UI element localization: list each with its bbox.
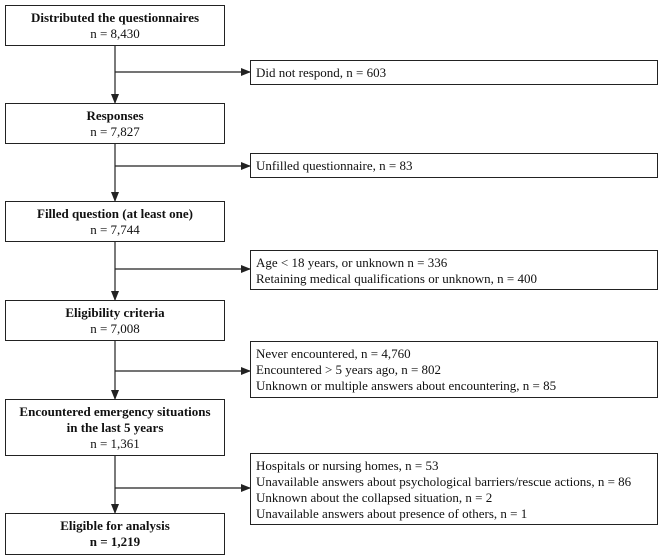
exclusion-line: Did not respond, n = 603 <box>256 65 387 80</box>
step-distributed: Distributed the questionnaires n = 8,430 <box>5 5 225 46</box>
exclusion-box-1: Did not respond, n = 603 <box>250 60 658 85</box>
exclusion-line: Unknown or multiple answers about encoun… <box>256 378 557 393</box>
exclusion-line: Encountered > 5 years ago, n = 802 <box>256 362 442 377</box>
exclusion-line: Hospitals or nursing homes, n = 53 <box>256 458 439 473</box>
exclusion-line: Retaining medical qualifications or unkn… <box>256 271 537 286</box>
step-title: Filled question (at least one) <box>37 206 193 221</box>
exclusion-line: Never encountered, n = 4,760 <box>256 346 411 361</box>
step-title: Distributed the questionnaires <box>30 10 200 25</box>
exclusion-box-2: Unfilled questionnaire, n = 83 <box>250 153 658 178</box>
step-title-line2: in the last 5 years <box>66 420 164 435</box>
step-eligible-for-analysis: Eligible for analysis n = 1,219 <box>5 513 225 555</box>
step-encountered: Encountered emergency situations in the … <box>5 399 225 456</box>
exclusion-box-5: Hospitals or nursing homes, n = 53 Unava… <box>250 453 658 525</box>
exclusion-line: Unfilled questionnaire, n = 83 <box>256 158 413 173</box>
exclusion-line: Unavailable answers about presence of ot… <box>256 506 528 521</box>
step-title: Eligibility criteria <box>65 305 165 320</box>
step-count: n = 7,827 <box>90 124 140 139</box>
step-count: n = 1,361 <box>90 436 140 451</box>
exclusion-line: Unknown about the collapsed situation, n… <box>256 490 493 505</box>
step-count: n = 7,744 <box>90 222 140 237</box>
step-count: n = 7,008 <box>90 321 140 336</box>
step-responses: Responses n = 7,827 <box>5 103 225 144</box>
exclusion-line: Unavailable answers about psychological … <box>256 474 632 489</box>
step-title: Encountered emergency situations <box>19 404 211 419</box>
step-filled: Filled question (at least one) n = 7,744 <box>5 201 225 242</box>
step-count: n = 8,430 <box>90 26 140 41</box>
step-title: Eligible for analysis <box>60 518 170 533</box>
exclusion-box-3: Age < 18 years, or unknown n = 336 Retai… <box>250 250 658 290</box>
step-count: n = 1,219 <box>89 534 141 549</box>
exclusion-box-4: Never encountered, n = 4,760 Encountered… <box>250 341 658 398</box>
step-eligibility: Eligibility criteria n = 7,008 <box>5 300 225 341</box>
exclusion-line: Age < 18 years, or unknown n = 336 <box>256 255 448 270</box>
step-title: Responses <box>86 108 144 123</box>
